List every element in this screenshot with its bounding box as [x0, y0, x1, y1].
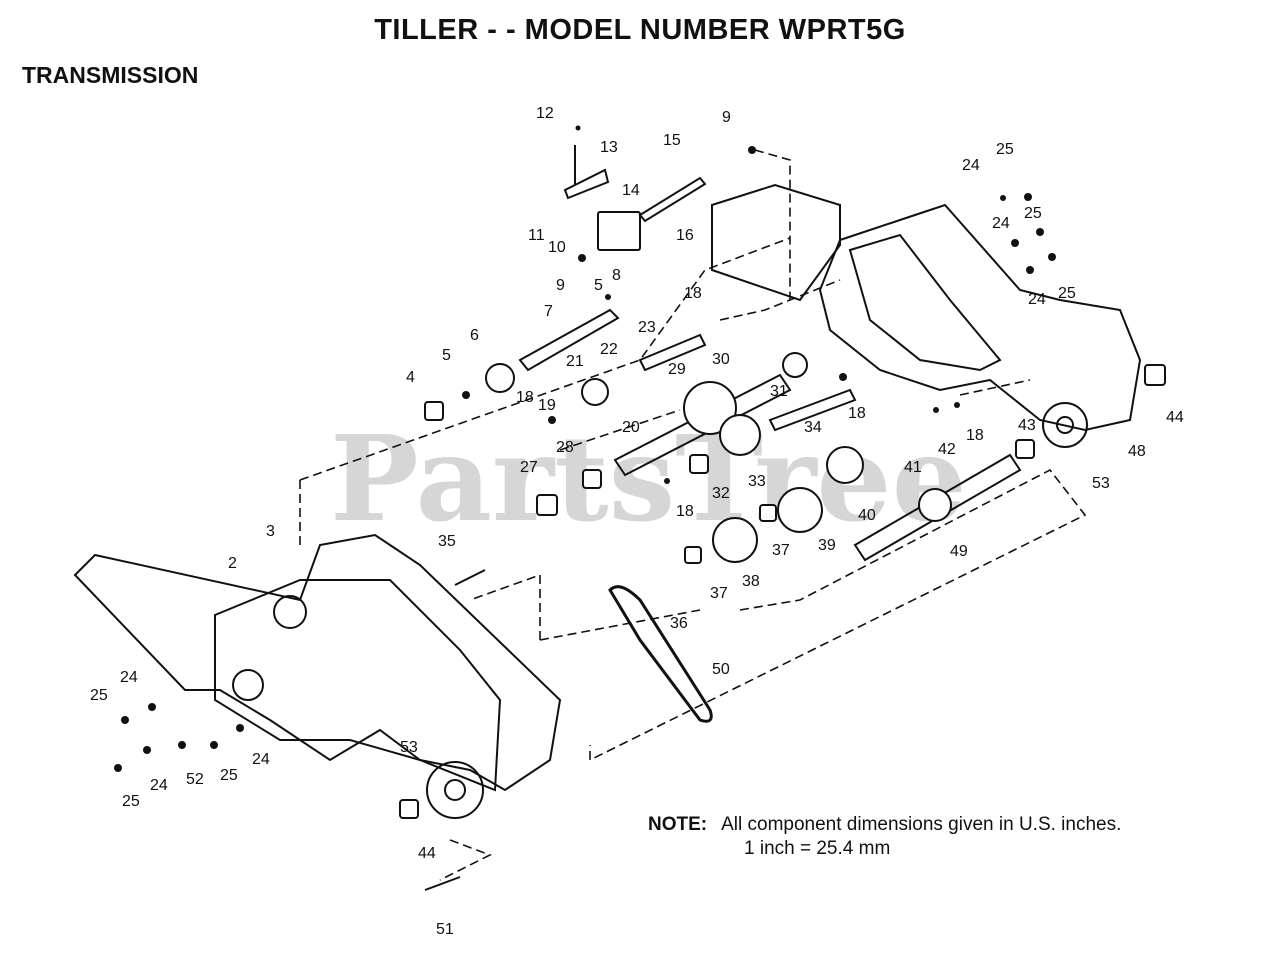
callout-37: 37: [710, 585, 728, 602]
callout-11: 11: [528, 227, 545, 244]
callout-18: 18: [516, 389, 534, 406]
callout-39: 39: [818, 537, 836, 554]
callout-18: 18: [848, 405, 866, 422]
callout-28: 28: [556, 439, 574, 456]
callout-6: 6: [470, 327, 479, 344]
callout-23: 23: [638, 319, 656, 336]
callout-7: 7: [544, 303, 553, 320]
callout-48: 48: [1128, 443, 1146, 460]
callout-25: 25: [122, 793, 140, 810]
callout-24: 24: [150, 777, 168, 794]
callout-27: 27: [520, 459, 538, 476]
shafts-and-gears: [399, 145, 1166, 891]
callout-37: 37: [772, 542, 790, 559]
callout-36: 36: [670, 615, 688, 632]
callout-14: 14: [622, 182, 640, 199]
callout-5: 5: [594, 277, 603, 294]
callout-labels: 12 13 15 9 14 11 10 16 9 8 5 7 18 23 6 5…: [90, 105, 1184, 938]
callout-18: 18: [966, 427, 984, 444]
callout-19: 19: [538, 397, 556, 414]
callout-3: 3: [266, 523, 275, 540]
callout-25: 25: [220, 767, 238, 784]
callout-32: 32: [712, 485, 730, 502]
callout-53: 53: [400, 739, 418, 756]
callout-18: 18: [684, 285, 702, 302]
callout-9: 9: [722, 109, 731, 126]
transmission-housing-left: [73, 533, 562, 819]
callout-5: 5: [442, 347, 451, 364]
callout-44: 44: [418, 845, 436, 862]
callout-25: 25: [1024, 205, 1042, 222]
callout-42: 42: [938, 441, 956, 458]
hardware-dots: [114, 125, 1056, 772]
callout-25: 25: [90, 687, 108, 704]
callout-8: 8: [612, 267, 621, 284]
callout-53: 53: [1092, 475, 1110, 492]
callout-4: 4: [406, 369, 415, 386]
callout-24: 24: [1028, 291, 1046, 308]
callout-18: 18: [676, 503, 694, 520]
note-block: NOTE: All component dimensions given in U…: [648, 813, 1121, 861]
callout-24: 24: [252, 751, 270, 768]
callout-31: 31: [770, 383, 788, 400]
callout-2: 2: [228, 555, 237, 572]
callout-33: 33: [748, 473, 766, 490]
callout-20: 20: [622, 419, 640, 436]
note-line-2: 1 inch = 25.4 mm: [744, 838, 891, 859]
callout-13: 13: [600, 139, 618, 156]
note-line-1: All component dimensions given in U.S. i…: [721, 814, 1122, 835]
callout-51: 51: [436, 921, 454, 938]
callout-9: 9: [556, 277, 565, 294]
callout-21: 21: [566, 353, 584, 370]
callout-24: 24: [120, 669, 138, 686]
callout-10: 10: [548, 239, 566, 256]
callout-25: 25: [996, 141, 1014, 158]
callout-34: 34: [804, 419, 822, 436]
callout-49: 49: [950, 543, 968, 560]
callout-30: 30: [712, 351, 730, 368]
callout-35: 35: [438, 533, 456, 550]
assembly-lines: [299, 149, 1087, 881]
callout-40: 40: [858, 507, 876, 524]
callout-12: 12: [536, 105, 554, 122]
note-label: NOTE:: [648, 814, 708, 835]
drive-chain: [608, 585, 713, 723]
callout-43: 43: [1018, 417, 1036, 434]
callout-52: 52: [186, 771, 204, 788]
watermark: PartsTree: [330, 409, 967, 548]
transmission-housing-right: [711, 183, 1142, 448]
section-title: TRANSMISSION: [22, 62, 199, 88]
callout-50: 50: [712, 661, 730, 678]
callout-22: 22: [600, 341, 618, 358]
page-title: TILLER - - MODEL NUMBER WPRT5G: [374, 14, 906, 46]
callout-41: 41: [904, 459, 922, 476]
callout-24: 24: [992, 215, 1010, 232]
callout-44: 44: [1166, 409, 1184, 426]
callout-24: 24: [962, 157, 980, 174]
callout-16: 16: [676, 227, 694, 244]
callout-29: 29: [668, 361, 686, 378]
callout-38: 38: [742, 573, 760, 590]
callout-25: 25: [1058, 285, 1076, 302]
callout-15: 15: [663, 132, 681, 149]
